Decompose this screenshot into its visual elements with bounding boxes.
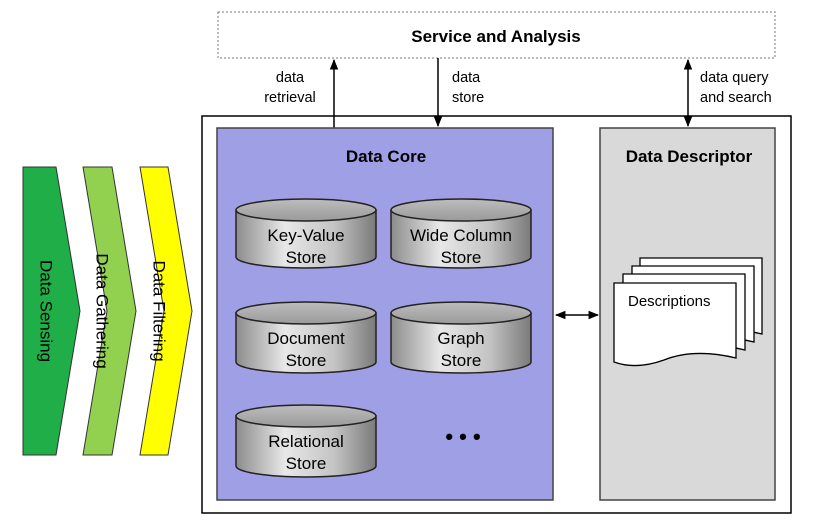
more-stores-ellipsis: • • • [445,424,480,449]
store-label-line2: store [452,90,484,106]
store-key-value: Key-Value Store [235,198,377,269]
store-name-line1: Relational [268,432,344,451]
store-name-line2: Store [286,454,327,473]
cylinder-body [235,312,377,374]
chevron-shape [22,166,81,456]
store-name-line1: Key-Value [267,226,344,245]
service-analysis-title: Service and Analysis [411,27,580,46]
store-name-line2: Store [286,351,327,370]
cylinder-top [235,301,377,325]
cylinder-body [235,415,377,478]
store-name-line2: Store [441,351,482,370]
stage-label: Data Sensing [37,260,56,362]
cylinder-top [235,404,377,428]
retrieval-label-line2: retrieval [264,90,316,106]
store-name-line1: Wide Column [410,226,512,245]
chevron-shape [82,166,137,456]
store-name-line1: Graph [437,329,484,348]
data-descriptor-title: Data Descriptor [626,147,753,166]
query-label-line2: and search [700,90,772,106]
stage-label: Data Filtering [150,260,169,361]
descriptions-document-stack: Descriptions [613,257,763,367]
query-label-line1: data query [700,70,769,86]
cylinder-body [390,209,532,269]
cylinder-body [235,209,377,269]
pipeline-stage-gathering: Data Gathering [82,166,137,456]
store-label-line1: data [452,70,481,86]
store-relational: Relational Store [235,404,377,478]
store-name-line1: Document [267,329,345,348]
service-analysis-box: Service and Analysis [217,11,776,59]
store-graph: Graph Store [390,301,532,374]
stage-label: Data Gathering [93,253,112,368]
store-name-line2: Store [441,248,482,267]
pipeline-stage-filtering: Data Filtering [139,166,193,456]
store-document: Document Store [235,301,377,374]
document-sheet-front [613,282,737,367]
cylinder-top [390,198,532,222]
service-analysis-border [217,11,776,59]
store-name-line2: Store [286,248,327,267]
pipeline-stage-sensing: Data Sensing [22,166,81,456]
cylinder-body [390,312,532,374]
system-frame [201,115,792,514]
chevron-shape [139,166,193,456]
data-core-title: Data Core [346,147,426,166]
cylinder-top [235,198,377,222]
retrieval-label-line1: data [276,70,305,86]
store-wide-column: Wide Column Store [390,198,532,269]
descriptions-label: Descriptions [628,293,711,310]
cylinder-top [390,301,532,325]
